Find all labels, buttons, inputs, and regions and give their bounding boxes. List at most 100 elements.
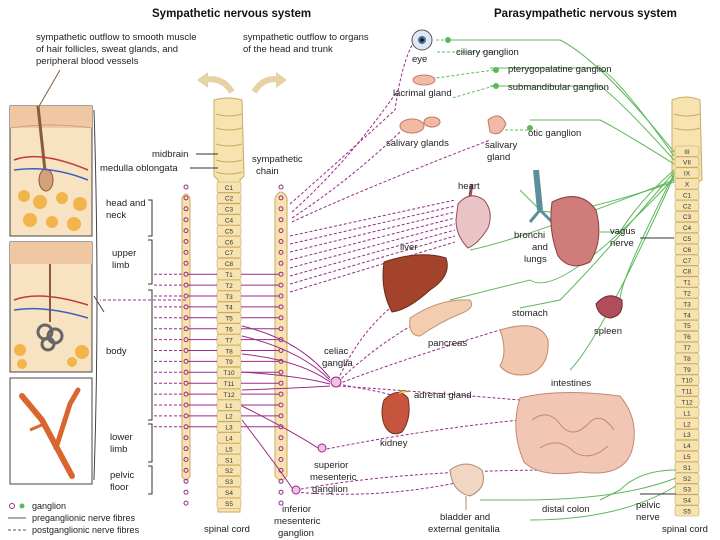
left-segment-label-T3: T3 (225, 294, 233, 301)
right-chain-ganglion-C2 (278, 195, 284, 201)
legend-postganglionic: postganglionic nerve fibres (8, 525, 140, 535)
right-segment-C7 (674, 254, 700, 266)
left-spinal-cord: C1C2C3C4C5C6C7C8T1T2T3T4T5T6T7T8T9T10T11… (213, 97, 245, 513)
right-segment-T12 (674, 396, 700, 408)
right-segment-label-L5: L5 (683, 454, 691, 461)
bronchi-label: bronchi and lungs (514, 230, 548, 265)
right-chain-ganglion-S3 (278, 478, 284, 484)
svg-text:body: body (106, 346, 127, 357)
left-chain-ganglion-C5 (183, 228, 189, 234)
right-segment-label-T6: T6 (683, 334, 691, 341)
right-segment-label-C8: C8 (683, 269, 692, 276)
right-segment-S4 (674, 494, 700, 506)
left-segment-label-C7: C7 (225, 250, 234, 257)
right-segment-IX (674, 167, 700, 179)
right-segment-C5 (674, 232, 700, 244)
right-segment-label-T2: T2 (683, 291, 691, 298)
salivary-gland-label: salivary gland (485, 140, 517, 163)
svg-text:medulla oblongata: medulla oblongata (100, 163, 178, 174)
right-segment-label-S2: S2 (683, 476, 691, 483)
right-segment-label-IX: IX (684, 171, 691, 178)
outflow-organs-label: sympathetic outflow to organs of the hea… (243, 32, 369, 55)
svg-text:mesenteric: mesenteric (274, 516, 321, 527)
left-chain-ganglion-L5 (183, 446, 189, 452)
svg-text:pelvic: pelvic (110, 470, 135, 481)
svg-text:neck: neck (106, 210, 126, 221)
svg-text:limb: limb (112, 260, 129, 271)
submandibular-ganglion-label: submandibular ganglion (508, 82, 609, 93)
right-segment-label-T4: T4 (683, 312, 691, 319)
left-segment-label-L3: L3 (225, 425, 233, 432)
svg-text:external genitalia: external genitalia (428, 524, 501, 535)
left-segment-label-T8: T8 (225, 348, 233, 355)
left-chain-ganglion-L4 (183, 435, 189, 441)
svg-text:ganglion: ganglion (278, 528, 314, 539)
svg-text:and: and (532, 242, 548, 253)
svg-text:of the head and trunk: of the head and trunk (243, 44, 333, 55)
left-segment-C5 (216, 225, 242, 237)
right-segment-T5 (674, 320, 700, 331)
left-segment-C2 (216, 192, 242, 204)
legend-ganglion: ganglion (9, 501, 66, 511)
intestines-label: intestines (551, 378, 591, 389)
left-segment-label-C3: C3 (225, 207, 234, 214)
right-chain-ganglion-C5 (278, 228, 284, 234)
left-segment-label-T10: T10 (223, 370, 235, 377)
midbrain-label: midbrain (152, 149, 218, 160)
svg-text:nerve: nerve (610, 238, 634, 249)
svg-text:sympathetic: sympathetic (252, 154, 303, 165)
otic-ganglion-label: otic ganglion (528, 128, 581, 139)
svg-text:peripheral blood vessels: peripheral blood vessels (36, 56, 139, 67)
liver-organ (382, 254, 448, 313)
ciliary-ganglion-label: ciliary ganglion (456, 47, 519, 58)
left-segment-label-S2: S2 (225, 468, 233, 475)
right-segment-label-L3: L3 (683, 432, 691, 439)
salivary-glands-label: salivary glands (386, 138, 449, 149)
left-segment-label-L4: L4 (225, 436, 233, 443)
pterygopalatine-ganglion-label: pterygopalatine ganglion (508, 64, 612, 75)
right-segment-C1 (674, 189, 700, 201)
left-segment-label-C2: C2 (225, 196, 234, 203)
left-segment-label-C5: C5 (225, 228, 234, 235)
liver-label: liver (400, 242, 417, 253)
right-segment-label-C7: C7 (683, 258, 692, 265)
right-segment-X (674, 178, 700, 190)
right-segment-C6 (674, 243, 700, 255)
left-segment-label-S5: S5 (225, 501, 233, 508)
svg-text:of hair follicles, sweat gland: of hair follicles, sweat glands, and (36, 44, 178, 55)
spinal-cord-label-left: spinal cord (204, 524, 250, 535)
heart-organ (455, 183, 491, 249)
left-chain-ganglion-C3 (183, 206, 189, 212)
lacrimal-gland-organ (412, 74, 436, 86)
legend-preganglionic: preganglionic nerve fibres (8, 513, 136, 523)
blood-vessel-panel (9, 377, 93, 485)
spleen-organ (595, 295, 623, 319)
pelvic-nerve-label: pelvic nerve (636, 500, 661, 523)
right-segment-L4 (674, 439, 700, 451)
svg-text:salivary: salivary (485, 140, 517, 151)
svg-text:upper: upper (112, 248, 136, 259)
svg-text:midbrain: midbrain (152, 149, 188, 160)
lacrimal-label: lacrimal gland (393, 88, 452, 99)
sympathetic-fibres (100, 39, 561, 506)
left-chain-ganglion-S1 (183, 457, 189, 462)
left-segment-C4 (216, 214, 242, 226)
distal-colon-label: distal colon (542, 504, 590, 515)
right-segment-L5 (674, 450, 700, 462)
bronchi-lungs-organ (528, 169, 600, 267)
right-spinal-cord: IIIVIIIXXC1C2C3C4C5C6C7C8T1T2T3T4T5T6T7T… (671, 96, 703, 517)
left-chain-ganglion-S2 (183, 467, 189, 473)
svg-text:ganglion: ganglion (32, 501, 66, 511)
svg-text:preganglionic nerve fibres: preganglionic nerve fibres (32, 513, 136, 523)
left-chain-ganglion-C6 (183, 239, 189, 244)
outflow-smooth-muscle-label: sympathetic outflow to smooth muscle of … (36, 32, 197, 67)
right-segment-label-C1: C1 (683, 192, 692, 199)
svg-text:nerve: nerve (636, 512, 660, 523)
stomach-label: stomach (512, 308, 548, 319)
right-segment-S1 (674, 461, 700, 473)
right-segment-label-T12: T12 (681, 400, 693, 407)
svg-text:bronchi: bronchi (514, 230, 545, 241)
svg-text:lower: lower (110, 432, 133, 443)
svg-text:bladder and: bladder and (440, 512, 490, 523)
